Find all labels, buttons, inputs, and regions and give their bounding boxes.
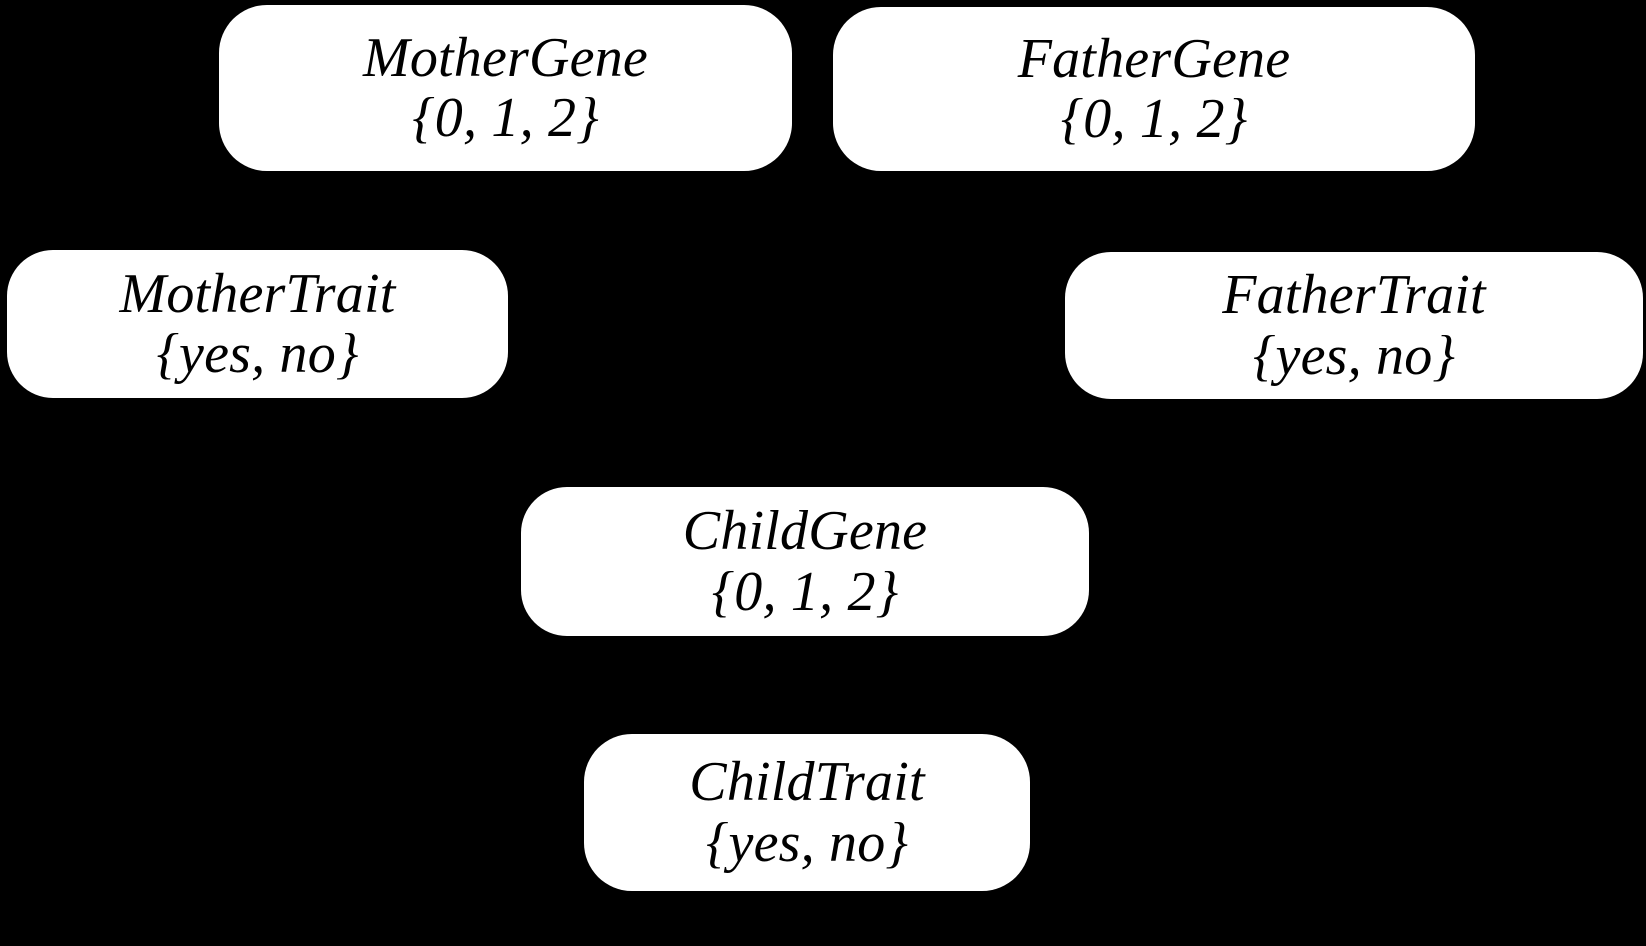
node-mother-trait-domain: {yes, no} (156, 323, 359, 385)
node-father-trait[interactable]: FatherTrait {yes, no} (1065, 252, 1643, 399)
node-father-gene[interactable]: FatherGene {0, 1, 2} (833, 7, 1475, 171)
node-child-trait-domain: {yes, no} (705, 811, 909, 874)
node-mother-gene-label: MotherGene (362, 26, 648, 89)
node-father-gene-label: FatherGene (1017, 27, 1291, 90)
node-child-gene-label: ChildGene (682, 500, 928, 563)
node-father-trait-label: FatherTrait (1222, 264, 1486, 327)
node-mother-trait[interactable]: MotherTrait {yes, no} (7, 250, 508, 398)
node-mother-gene-domain: {0, 1, 2} (412, 87, 599, 149)
node-child-gene[interactable]: ChildGene {0, 1, 2} (521, 487, 1089, 636)
node-child-trait-label: ChildTrait (689, 751, 925, 814)
node-mother-trait-label: MotherTrait (119, 262, 396, 325)
node-father-trait-domain: {yes, no} (1252, 324, 1456, 387)
node-child-trait[interactable]: ChildTrait {yes, no} (584, 734, 1030, 891)
node-father-gene-domain: {0, 1, 2} (1060, 88, 1248, 150)
node-child-gene-domain: {0, 1, 2} (711, 560, 899, 623)
node-mother-gene[interactable]: MotherGene {0, 1, 2} (219, 5, 792, 171)
